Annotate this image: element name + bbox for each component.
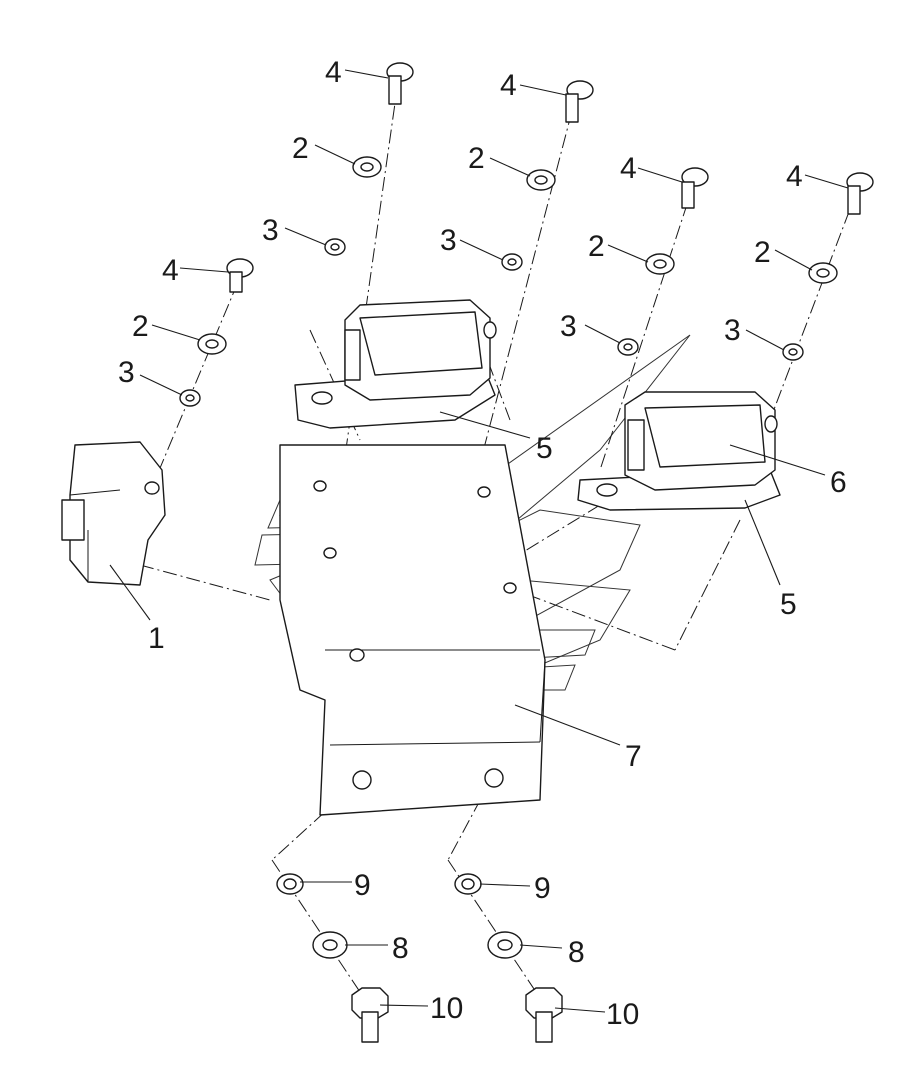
connector-block: [61, 441, 166, 586]
washer-icon: [312, 931, 348, 959]
screw-icon: [565, 80, 594, 123]
callout-3: 3: [262, 214, 279, 247]
lock-washer-icon: [179, 389, 201, 407]
lock-washer-icon: [501, 253, 523, 271]
callout-5: 5: [780, 588, 797, 621]
screw-icon: [386, 62, 414, 105]
callout-7: 7: [625, 740, 642, 773]
washer-icon: [197, 333, 227, 355]
bracket-plate: [279, 444, 546, 816]
callout-5: 5: [536, 432, 553, 465]
washer-icon: [526, 169, 556, 191]
washer-icon: [487, 931, 523, 959]
callout-4: 4: [620, 152, 637, 185]
callout-2: 2: [292, 132, 309, 165]
bolt-icon: [351, 987, 389, 1043]
lock-washer-icon: [782, 343, 804, 361]
callout-1: 1: [148, 622, 165, 655]
callout-2: 2: [754, 236, 771, 269]
relay-module-right: [577, 391, 781, 511]
callout-4: 4: [162, 254, 179, 287]
callout-8: 8: [568, 936, 585, 969]
callout-4: 4: [500, 69, 517, 102]
lock-washer-icon: [617, 338, 639, 356]
washer-icon: [645, 253, 675, 275]
screws: [226, 62, 874, 293]
callout-3: 3: [440, 224, 457, 257]
callout-2: 2: [588, 230, 605, 263]
lock-washer-icon: [324, 238, 346, 256]
washer-icon: [352, 156, 382, 178]
callout-3: 3: [724, 314, 741, 347]
screw-icon: [226, 258, 254, 293]
washer-icon: [808, 262, 838, 284]
callout-9: 9: [354, 869, 371, 902]
lock-washer-icon: [454, 873, 482, 895]
callouts: 4 2 3 4 2 3 4 2 3 4 2 3 4 2 3 1 5 6 5 7 …: [118, 56, 847, 1031]
lock-washers: [179, 238, 804, 407]
leader-lines: [109, 69, 849, 1013]
callout-8: 8: [392, 932, 409, 965]
callout-6: 6: [830, 466, 847, 499]
flat-washers: [197, 156, 838, 355]
callout-3: 3: [560, 310, 577, 343]
lower-hardware: [276, 873, 563, 1043]
callout-3: 3: [118, 356, 135, 389]
lock-washer-icon: [276, 873, 304, 895]
screw-icon: [681, 167, 709, 209]
callout-4: 4: [786, 160, 803, 193]
bolt-icon: [525, 987, 563, 1043]
callout-10: 10: [430, 992, 463, 1025]
screw-icon: [846, 172, 874, 215]
callout-10: 10: [606, 998, 639, 1031]
callout-2: 2: [132, 310, 149, 343]
callout-2: 2: [468, 142, 485, 175]
callout-9: 9: [534, 872, 551, 905]
relay-module-left: [294, 299, 497, 429]
callout-4: 4: [325, 56, 342, 89]
